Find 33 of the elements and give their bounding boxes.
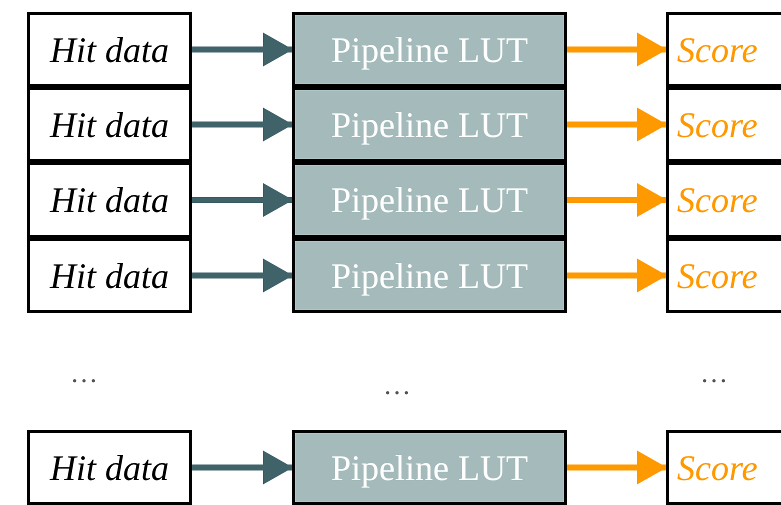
box-label: Hit data (50, 106, 169, 142)
ellipsis-text: … (383, 372, 411, 400)
process-box (292, 430, 567, 505)
box-label: Score (677, 32, 758, 68)
output-box (666, 162, 781, 238)
box-label: Pipeline LUT (331, 450, 528, 486)
output-box (666, 87, 781, 162)
ellipsis-text: … (700, 360, 728, 388)
input-box (27, 162, 192, 238)
input-box (27, 87, 192, 162)
box-label: Pipeline LUT (331, 32, 528, 68)
box-label: Score (677, 182, 758, 218)
box-label: Pipeline LUT (331, 106, 528, 142)
box-label: Score (677, 106, 758, 142)
output-box (666, 430, 781, 505)
box-label: Hit data (50, 258, 169, 294)
box-label: Score (677, 258, 758, 294)
process-box (292, 87, 567, 162)
box-label: Hit data (50, 32, 169, 68)
input-box (27, 238, 192, 313)
ellipsis-text: … (70, 360, 98, 388)
input-box (27, 430, 192, 505)
output-box (666, 238, 781, 313)
process-box (292, 238, 567, 313)
output-box (666, 12, 781, 87)
box-label: Hit data (50, 182, 169, 218)
process-box (292, 12, 567, 87)
box-label: Hit data (50, 450, 169, 486)
box-label: Pipeline LUT (331, 258, 528, 294)
box-label: Pipeline LUT (331, 182, 528, 218)
process-box (292, 162, 567, 238)
box-label: Score (677, 450, 758, 486)
input-box (27, 12, 192, 87)
